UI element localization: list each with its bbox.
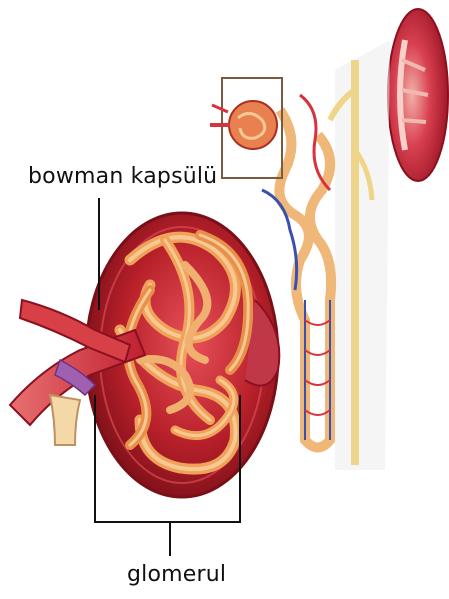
bowman-capsule-label: bowman kapsülü (28, 164, 217, 189)
kidney-cross-section (388, 9, 448, 181)
glomerulus-label: glomerul (127, 562, 226, 587)
inset-box (210, 78, 282, 178)
proximal-tubule (50, 395, 80, 445)
